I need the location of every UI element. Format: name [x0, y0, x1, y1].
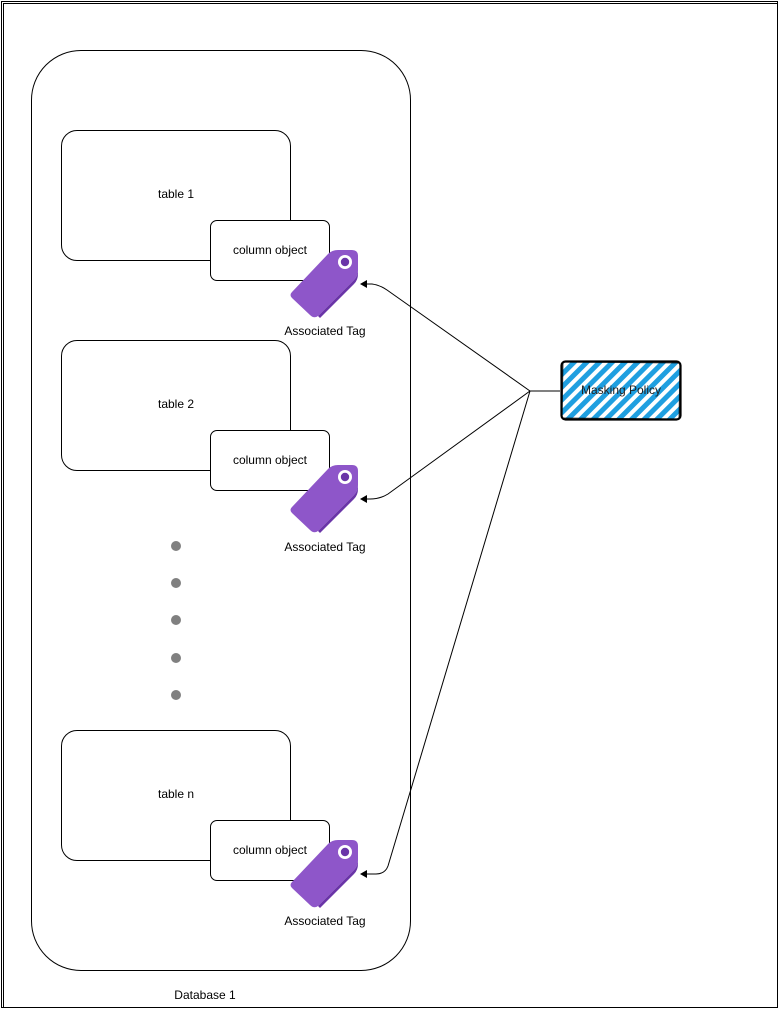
table-n-label: table n — [157, 787, 195, 801]
table-1-column-label: column object — [232, 243, 308, 257]
canvas-border-inner — [3, 3, 778, 1008]
tag-icon — [290, 250, 358, 318]
connector-to-tag-1[interactable] — [360, 280, 560, 392]
table-n-tag-label: Associated Tag — [284, 914, 366, 928]
table-2-label: table 2 — [157, 397, 195, 411]
connector-to-tag-2[interactable] — [360, 390, 560, 503]
tag-icon — [290, 465, 358, 533]
table-2-column-label: column object — [232, 453, 308, 467]
ellipsis-dot — [171, 653, 181, 663]
table-2-column-object[interactable]: column object — [210, 430, 330, 491]
ellipsis-dot — [171, 615, 181, 625]
tag-icon — [290, 840, 358, 908]
table-1-column-object[interactable]: column object — [210, 220, 330, 281]
table-1-label: table 1 — [157, 187, 195, 201]
ellipsis-dot — [171, 578, 181, 588]
table-n-column-label: column object — [232, 843, 308, 857]
ellipsis-dot — [171, 541, 181, 551]
database-label: Database 1 — [174, 988, 236, 1002]
ellipsis-dot — [171, 690, 181, 700]
table-2-tag-label: Associated Tag — [284, 540, 366, 554]
masking-policy-box[interactable] — [560, 360, 682, 421]
table-1-tag-label: Associated Tag — [284, 324, 366, 338]
masking-policy-label: Masking Policy — [580, 383, 662, 397]
connector-to-tag-n[interactable] — [360, 390, 560, 878]
